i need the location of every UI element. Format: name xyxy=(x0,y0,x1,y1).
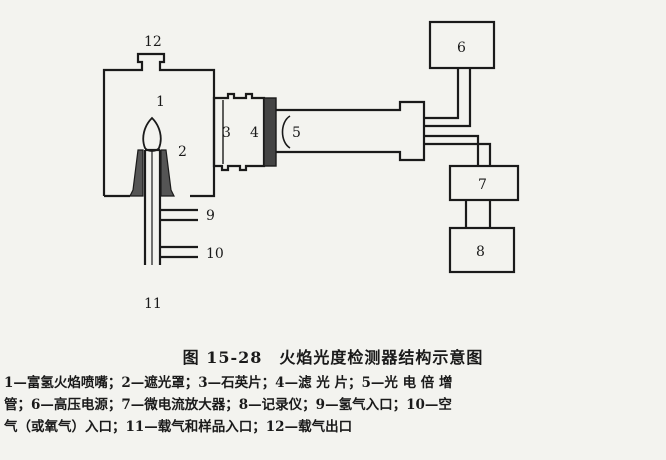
legend-line-1: 1—富氢火焰喷嘴；2—遮光罩；3—石英片；4—滤 光 片；5—光 电 倍 增 xyxy=(4,375,453,391)
photocathode xyxy=(281,115,291,149)
amplifier-recorder-link xyxy=(464,200,492,228)
legend-line-2: 管；6—高压电源；7—微电流放大器；8—记录仪；9—氢气入口；10—空 xyxy=(4,397,452,413)
label-8: 8 xyxy=(476,244,485,260)
combustion-chamber xyxy=(102,52,216,198)
legend-line-3: 气（或氧气）入口；11—载气和样品入口；12—载气出口 xyxy=(4,419,353,435)
label-12: 12 xyxy=(144,34,162,50)
burner-nozzle xyxy=(143,148,162,265)
label-10: 10 xyxy=(206,246,224,262)
figure-legend: 1—富氢火焰喷嘴；2—遮光罩；3—石英片；4—滤 光 片；5—光 电 倍 增 管… xyxy=(4,372,662,438)
figure-caption: 图 15-28 火焰光度检测器结构示意图 xyxy=(182,348,484,367)
light-shield xyxy=(129,149,175,197)
cable-to-power-supply xyxy=(424,68,472,128)
label-4: 4 xyxy=(250,125,259,141)
hydrogen-inlet xyxy=(160,208,198,222)
air-inlet xyxy=(160,245,198,259)
label-7: 7 xyxy=(478,177,487,193)
filter xyxy=(263,97,277,167)
fpd-structure-diagram: 1 2 3 4 5 6 7 8 9 10 11 12 xyxy=(102,20,520,312)
label-1: 1 xyxy=(156,94,165,110)
label-6: 6 xyxy=(457,40,466,56)
label-3: 3 xyxy=(222,125,231,141)
label-9: 9 xyxy=(206,208,215,224)
cable-to-amplifier xyxy=(424,134,492,166)
microcurrent-amplifier xyxy=(448,164,520,202)
label-5: 5 xyxy=(292,125,301,141)
label-2: 2 xyxy=(178,144,187,160)
label-11: 11 xyxy=(144,296,162,312)
recorder xyxy=(448,226,516,274)
high-voltage-supply xyxy=(428,20,496,70)
photomultiplier-tube xyxy=(276,100,426,162)
flame xyxy=(142,116,162,152)
